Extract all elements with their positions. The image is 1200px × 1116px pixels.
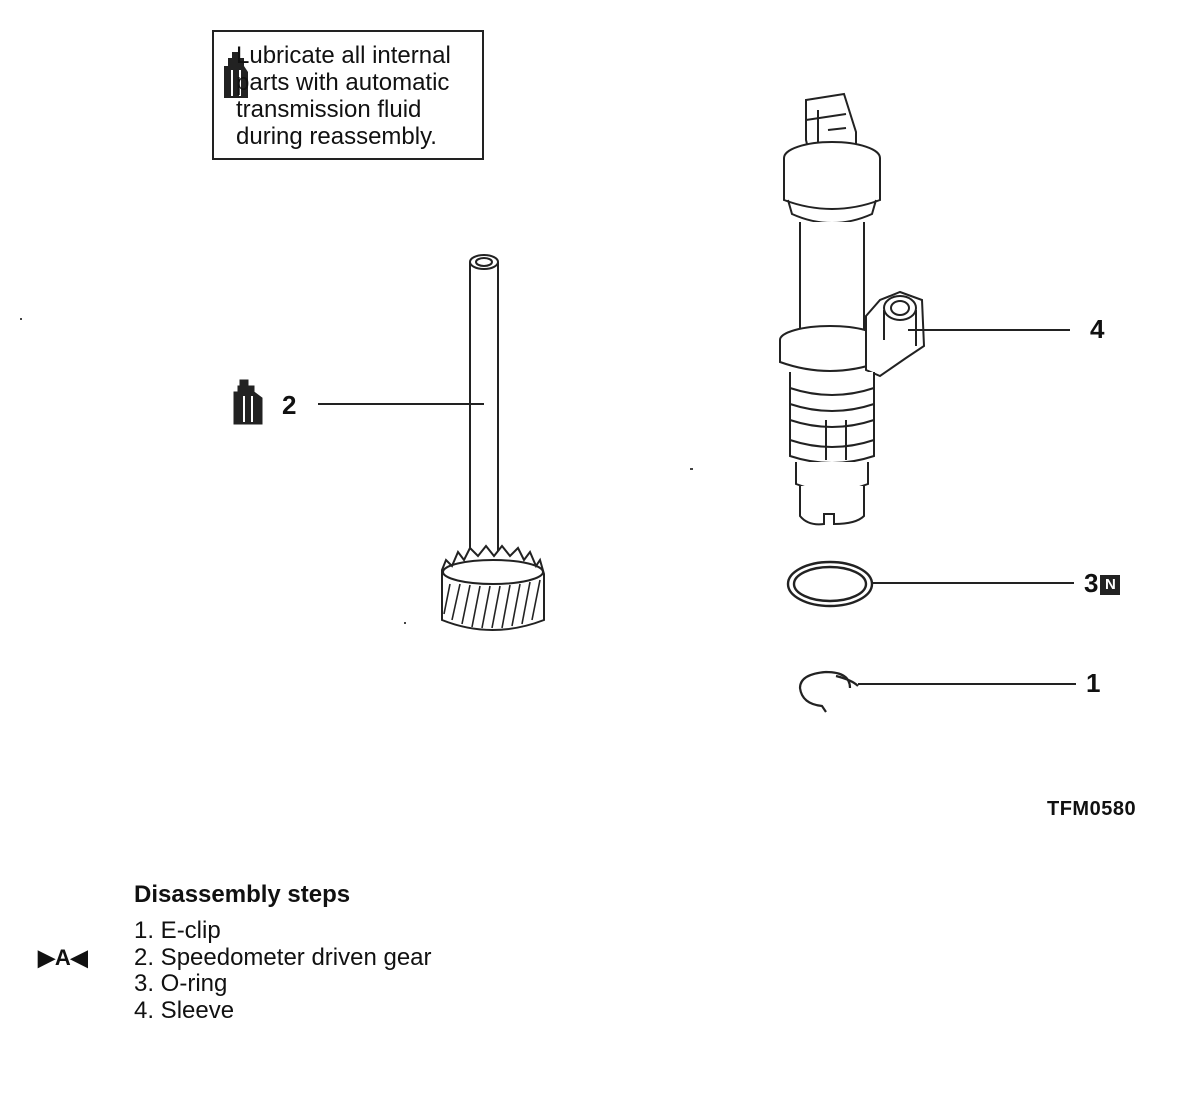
step-item: 2. Speedometer driven gear: [134, 943, 432, 971]
step-item: 4. Sleeve: [134, 996, 235, 1024]
callout-sleeve: 4: [1090, 314, 1105, 344]
leader-lines: [318, 329, 1076, 685]
steps-title: Disassembly steps: [134, 881, 351, 908]
steps-list: 1. E-clip 2. Speedometer driven gear 3. …: [134, 917, 432, 1024]
service-point-marker: ▶A◀: [38, 945, 88, 970]
scan-specks: [20, 318, 693, 624]
speedometer-driven-gear: [441, 254, 545, 631]
lubrication-note-box: [212, 30, 484, 160]
o-ring: [786, 560, 874, 608]
callout-o-ring-number: 3: [1084, 568, 1099, 598]
oil-can-icon: [233, 379, 263, 425]
step-item: 1. E-clip: [134, 917, 221, 944]
new-part-badge: N: [1100, 575, 1121, 596]
oil-can-icon: [224, 52, 248, 98]
callout-e-clip: 1: [1086, 668, 1101, 698]
lubrication-note-text: Lubricate all internal parts with automa…: [236, 42, 451, 150]
step-item: 3. O-ring: [134, 970, 228, 997]
figure-code: TFM0580: [1047, 798, 1137, 820]
callout-gear: 2: [282, 390, 297, 420]
e-clip: [798, 670, 859, 713]
sleeve: [779, 92, 926, 526]
